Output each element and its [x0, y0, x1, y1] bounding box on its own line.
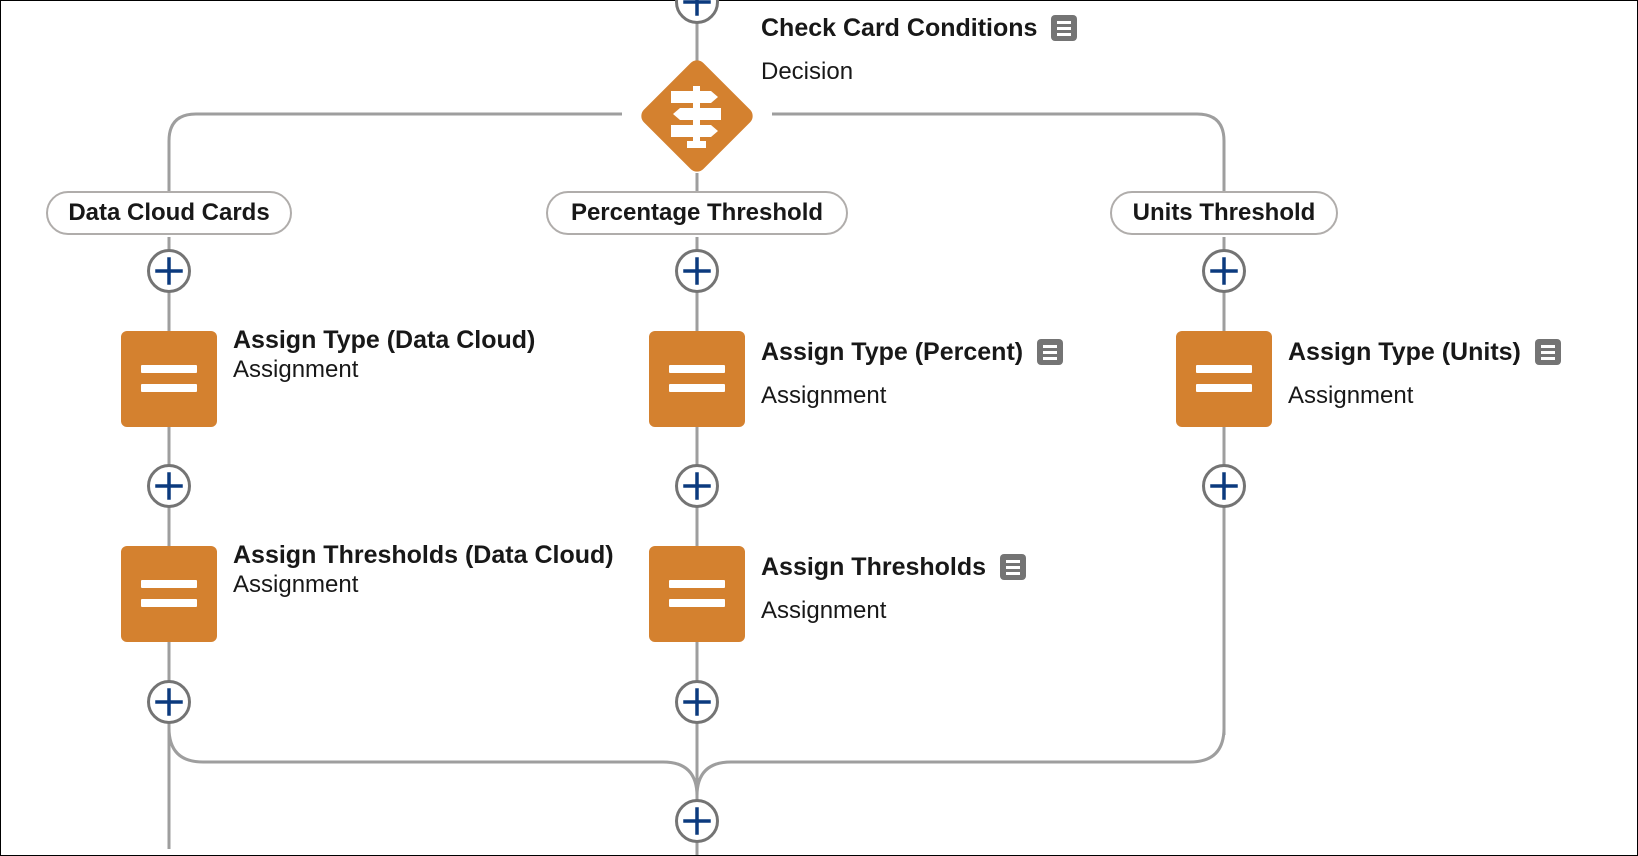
node-title: Assign Type (Units) [1288, 337, 1561, 367]
description-icon[interactable] [1037, 339, 1064, 365]
plus-icon [683, 688, 711, 716]
decision-subtitle: Decision [761, 58, 854, 85]
node-title-text: Assign Thresholds [761, 553, 987, 581]
description-icon[interactable] [1000, 554, 1027, 580]
add-element-button[interactable] [1202, 249, 1246, 293]
assignment-icon[interactable] [121, 546, 217, 642]
plus-icon [683, 472, 711, 500]
add-element-button[interactable] [675, 799, 719, 843]
node-title: Assign Thresholds (Data Cloud) [233, 541, 614, 569]
decision-title: Check Card Conditions [761, 13, 1078, 43]
node-title: Assign Type (Percent) [761, 337, 1064, 367]
plus-icon [683, 257, 711, 285]
description-icon[interactable] [1051, 15, 1078, 41]
node-subtitle: Assignment [233, 356, 359, 383]
add-element-button[interactable] [675, 0, 719, 24]
add-element-button[interactable] [147, 464, 191, 508]
assignment-icon[interactable] [1176, 331, 1272, 427]
assign-type-percent-label: Assign Type (Percent) Assignment [761, 337, 1064, 411]
assign-type-data-cloud-label: Assign Type (Data Cloud) Assignment [233, 325, 535, 385]
plus-icon [683, 0, 711, 16]
decision-title-text: Check Card Conditions [761, 14, 1038, 42]
add-element-button[interactable] [675, 464, 719, 508]
add-element-button[interactable] [675, 680, 719, 724]
node-title-text: Assign Type (Percent) [761, 338, 1024, 366]
assign-thresholds-label: Assign Thresholds Assignment [761, 552, 1027, 626]
node-subtitle: Assignment [761, 382, 887, 409]
node-subtitle: Assignment [233, 571, 359, 598]
decision-icon[interactable] [632, 51, 762, 181]
outcome-percentage-threshold[interactable]: Percentage Threshold [546, 191, 848, 235]
description-icon[interactable] [1534, 339, 1561, 365]
node-subtitle: Assignment [1288, 382, 1414, 409]
plus-icon [683, 807, 711, 835]
add-element-button[interactable] [1202, 464, 1246, 508]
plus-icon [1210, 472, 1238, 500]
add-element-button[interactable] [675, 249, 719, 293]
signpost-icon [641, 60, 753, 172]
plus-icon [1210, 257, 1238, 285]
node-subtitle: Assignment [761, 597, 887, 624]
node-title: Assign Type (Data Cloud) [233, 326, 536, 354]
node-title-text: Assign Type (Units) [1288, 338, 1521, 366]
outcome-data-cloud-cards[interactable]: Data Cloud Cards [46, 191, 292, 235]
assign-type-units-label: Assign Type (Units) Assignment [1288, 337, 1561, 411]
add-element-button[interactable] [147, 249, 191, 293]
plus-icon [155, 257, 183, 285]
plus-icon [155, 472, 183, 500]
assignment-icon[interactable] [649, 331, 745, 427]
plus-icon [155, 688, 183, 716]
decision-label: Check Card Conditions Decision [761, 13, 1078, 87]
outcome-units-threshold[interactable]: Units Threshold [1110, 191, 1338, 235]
add-element-button[interactable] [147, 680, 191, 724]
assignment-icon[interactable] [121, 331, 217, 427]
assign-thresholds-data-cloud-label: Assign Thresholds (Data Cloud) Assignmen… [233, 540, 614, 600]
node-title: Assign Thresholds [761, 552, 1027, 582]
assignment-icon[interactable] [649, 546, 745, 642]
